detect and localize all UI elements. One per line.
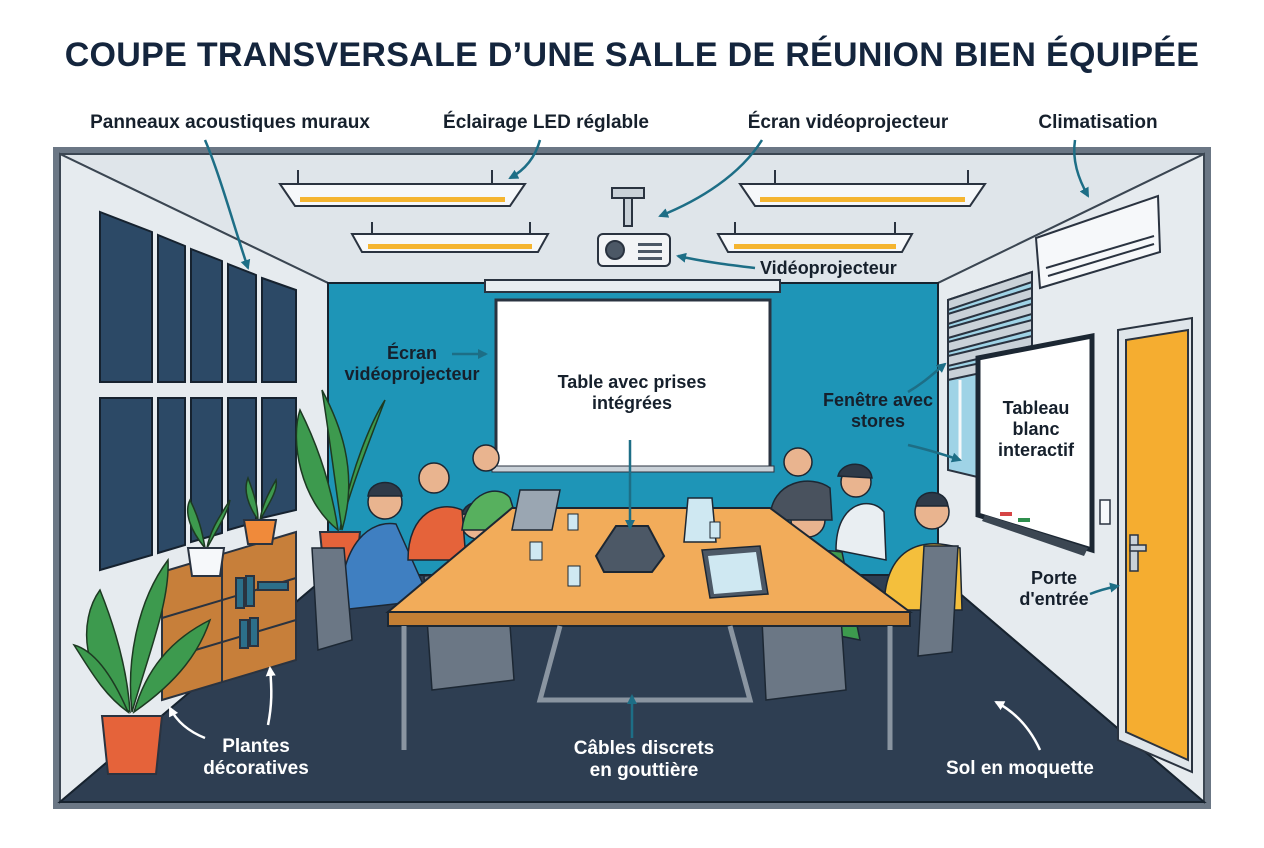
label-entrance-door: Porte d'entrée [1019, 568, 1089, 610]
entrance-door [1099, 316, 1193, 774]
label-interactive-whiteboard: Tableau blanc interactif [997, 398, 1075, 461]
label-air-conditioning: Climatisation [1038, 112, 1158, 133]
page-title: COUPE TRANSVERSALE D’UNE SALLE DE RÉUNIO… [64, 36, 1200, 74]
label-window-with-blinds: Fenêtre avec stores [822, 390, 934, 432]
label-hidden-cables: Câbles discrets en gouttière [573, 738, 715, 782]
label-table-with-outlets: Table avec prises intégrées [557, 372, 707, 414]
label-decorative-plants: Plantes décoratives [203, 736, 309, 780]
video-projector [597, 187, 671, 267]
label-carpet-floor: Sol en moquette [946, 758, 1094, 779]
acoustic-panels [99, 210, 297, 572]
label-projector: Vidéoprojecteur [760, 258, 897, 278]
callout-arrows-white [168, 666, 1042, 751]
label-projection-screen-side: Écran vidéoprojecteur [344, 343, 480, 385]
meeting-participants [339, 444, 963, 641]
label-acoustic-panels: Panneaux acoustiques muraux [90, 112, 370, 133]
callout-arrows [203, 139, 1120, 738]
led-lights [278, 170, 987, 253]
meeting-table [385, 489, 914, 750]
air-conditioner [1034, 194, 1162, 290]
label-projection-screen-top: Écran vidéoprojecteur [747, 112, 949, 133]
label-led-lighting: Éclairage LED réglable [443, 112, 649, 133]
decorative-plants [72, 389, 386, 775]
interactive-whiteboard [975, 332, 1095, 556]
projection-screen [484, 279, 781, 473]
